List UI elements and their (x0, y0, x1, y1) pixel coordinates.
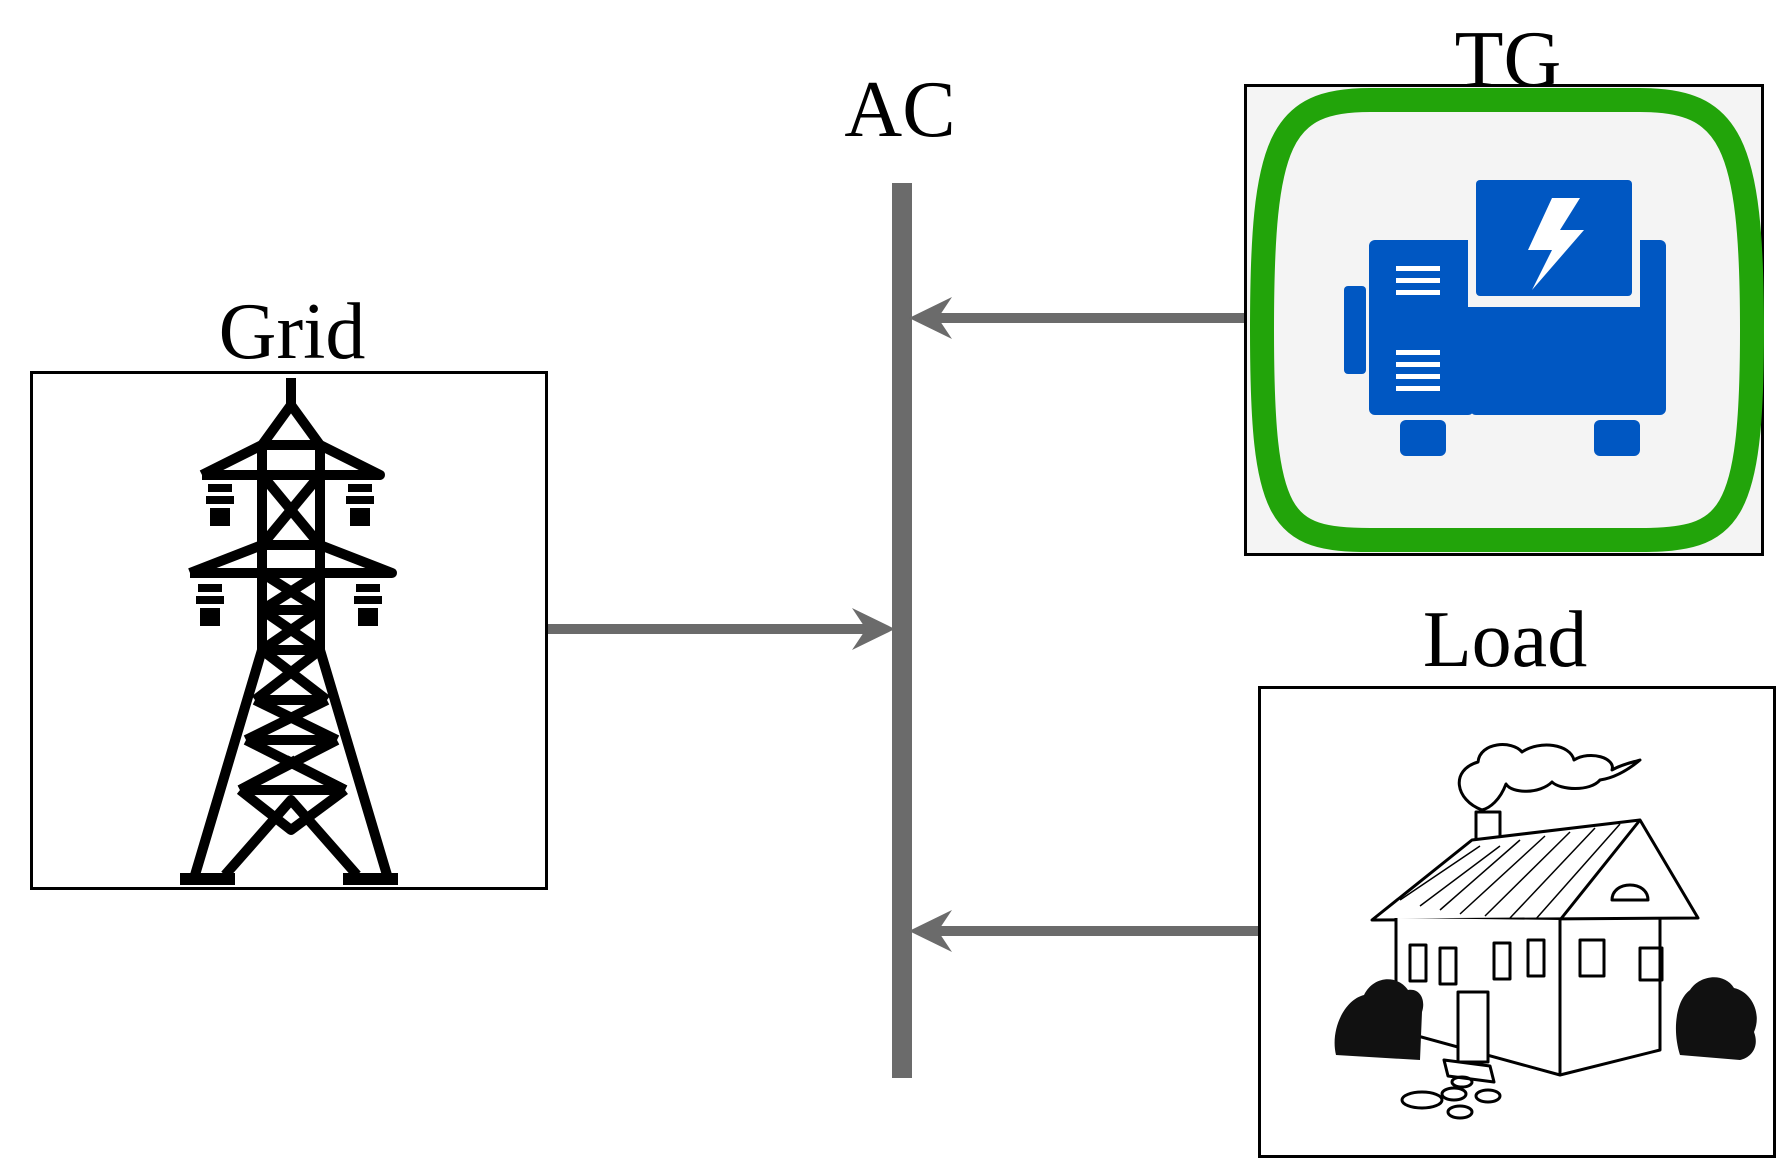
generator-icon (1249, 88, 1765, 552)
house-icon (1370, 743, 1700, 1120)
ac-bus-bar (892, 183, 912, 1078)
house-bushes (1334, 977, 1757, 1060)
grid-label: Grid (218, 288, 366, 376)
tg-to-bus-arrow (909, 297, 1244, 339)
load-to-bus-arrow (909, 910, 1258, 952)
transmission-tower-icon (188, 378, 397, 879)
load-label: Load (1422, 596, 1588, 684)
bus-label: AC (844, 66, 956, 154)
tower-insulators (180, 484, 398, 885)
load-box (1258, 686, 1776, 1158)
grid-to-bus-arrow (548, 608, 895, 650)
